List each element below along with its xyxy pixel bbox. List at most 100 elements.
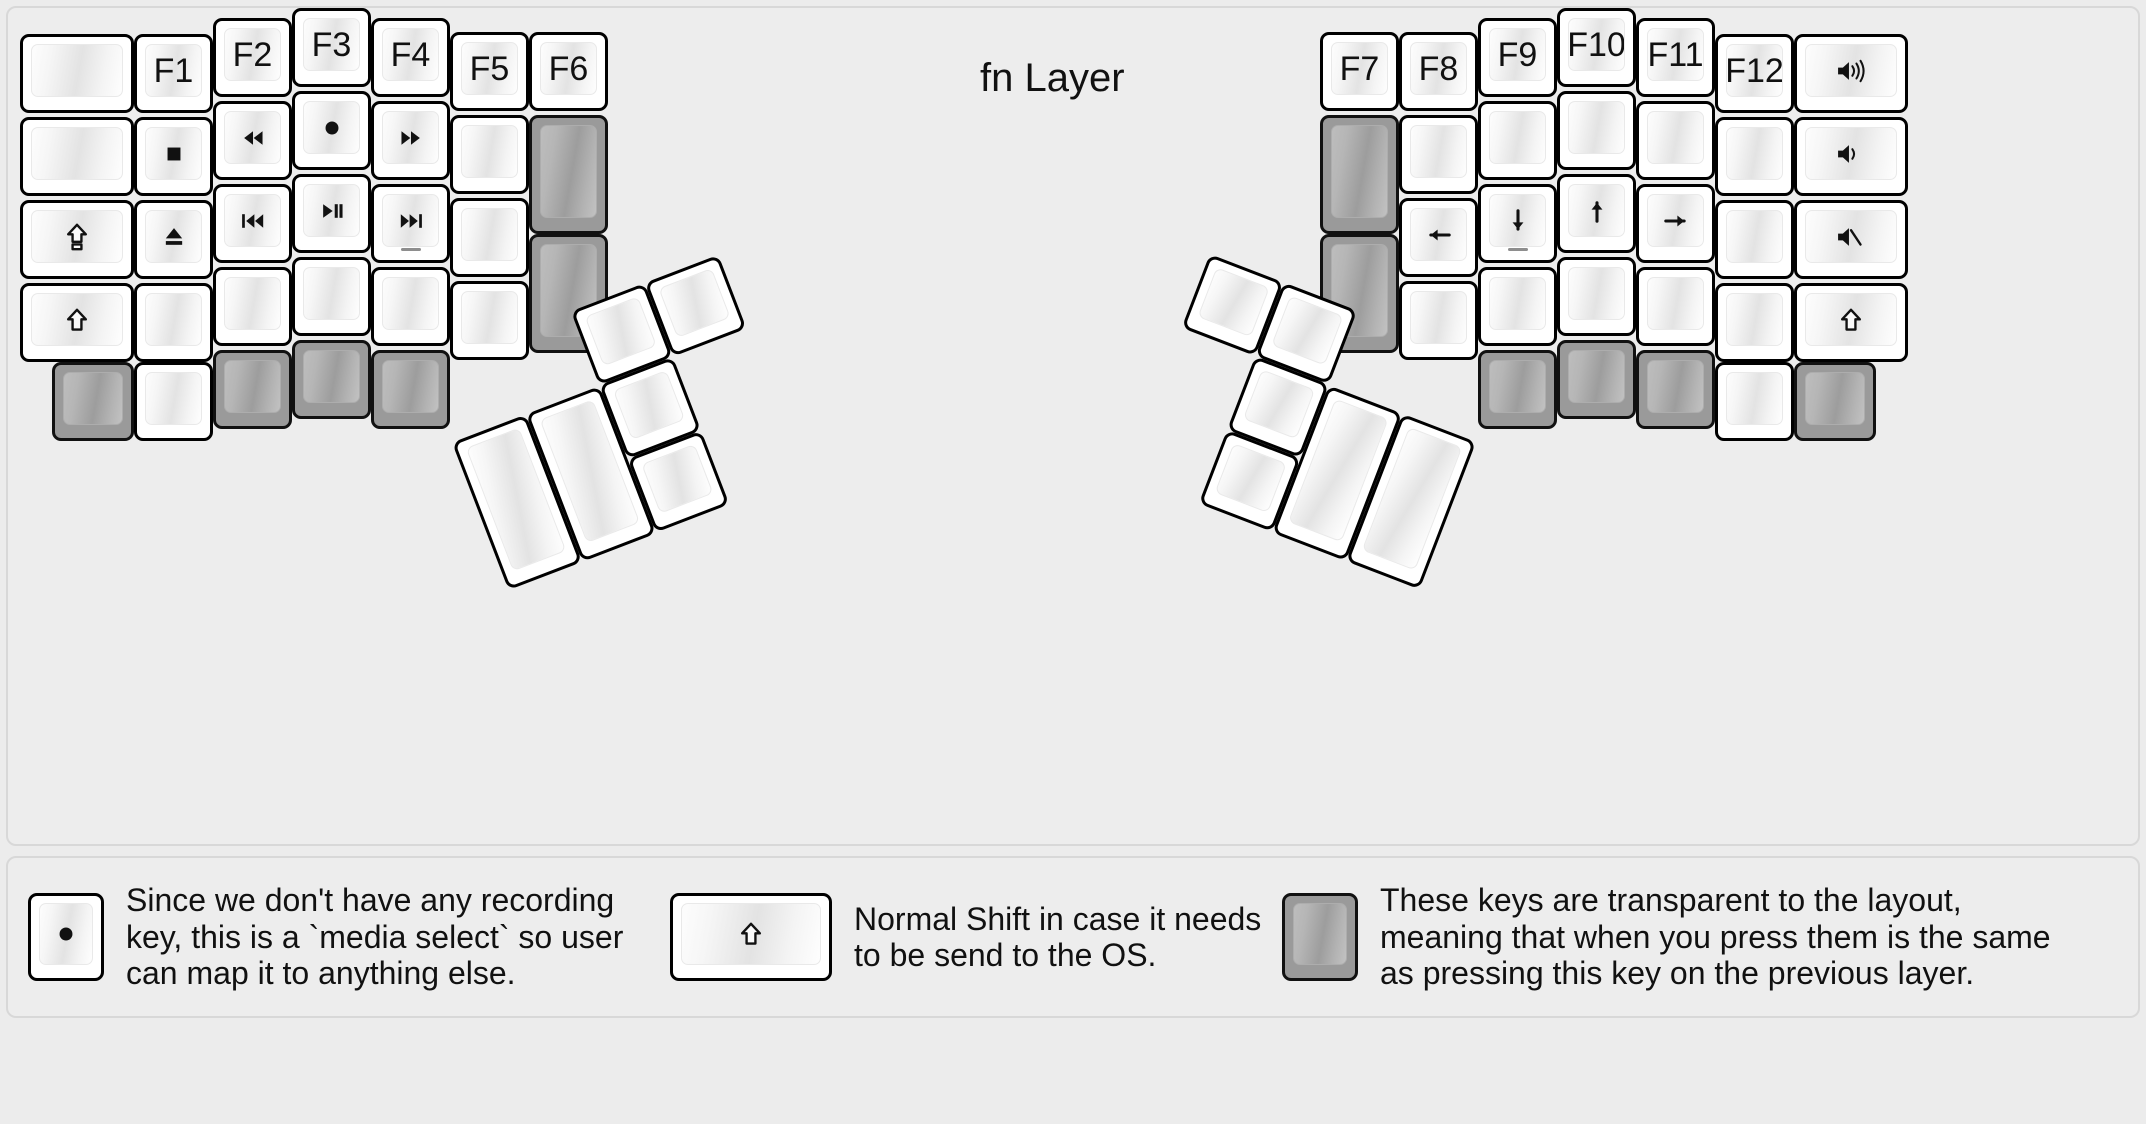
key-r-c6-r4[interactable] [1715,283,1794,362]
keycap-surface: F8 [1410,42,1467,95]
key-l-c5-r2[interactable] [371,101,450,180]
key-l-c3-r3[interactable] [213,184,292,263]
key-r-c2-r3[interactable] [1399,198,1478,277]
keycap-surface [540,125,597,218]
legend-record-sample-key [28,893,104,981]
keycap-surface [382,277,439,330]
key-l-c5-r4[interactable] [371,267,450,346]
key-r-c7-r5[interactable] [1794,362,1876,441]
key-r-c5-r4[interactable] [1636,267,1715,346]
key-r-c3-r3[interactable] [1478,184,1557,263]
key-l-c4-r5[interactable] [292,340,371,419]
key-r-c7-r1[interactable] [1794,34,1908,113]
key-r-c5-r3[interactable] [1636,184,1715,263]
keycap-surface [1805,127,1897,180]
key-l-c3-r5[interactable] [213,350,292,429]
keycap-surface [1410,125,1467,178]
key-legend-transparent-key[interactable] [1282,893,1358,981]
volume-down-icon [1838,144,1856,163]
keycap-surface [145,127,202,180]
key-r-c4-r1[interactable]: F10 [1557,8,1636,87]
key-l-c6-r4[interactable] [450,281,529,360]
key-r-c7-r2[interactable] [1794,117,1908,196]
key-r-c3-r4[interactable] [1478,267,1557,346]
key-r-c5-r2[interactable] [1636,101,1715,180]
keycap-surface [1489,111,1546,164]
key-l-c7-r1[interactable]: F6 [529,32,608,111]
key-label: F10 [1568,25,1625,64]
keycap-surface [1568,267,1625,320]
key-l-c1-r3[interactable] [20,200,134,279]
key-label: F3 [311,25,352,64]
key-r-c6-r3[interactable] [1715,200,1794,279]
key-l-c6-r1[interactable]: F5 [450,32,529,111]
key-r-c2-r1[interactable]: F8 [1399,32,1478,111]
key-label: F5 [469,49,510,88]
key-r-c4-r5[interactable] [1557,340,1636,419]
keycap-surface [31,293,123,346]
key-l-c2-r3[interactable] [134,200,213,279]
key-l-c3-r4[interactable] [213,267,292,346]
key-l-c4-r2[interactable] [292,91,371,170]
key-l-c6-r2[interactable] [450,115,529,194]
key-r-c3-r1[interactable]: F9 [1478,18,1557,97]
legend-items: Since we don't have any recording key, t… [6,856,2140,1018]
prev-track-icon [241,213,263,228]
legend-transparent-description: These keys are transparent to the layout… [1380,882,2051,992]
key-l-c5-r1[interactable]: F4 [371,18,450,97]
key-legend-record-key[interactable] [28,893,104,981]
keycap-surface [1489,194,1546,247]
page-title: fn Layer [980,56,1125,100]
key-l-c6-r3[interactable] [450,198,529,277]
key-l-c5-r5[interactable] [371,350,450,429]
key-l-c2-r4[interactable] [134,283,213,362]
key-l-c1-r1[interactable] [20,34,134,113]
key-r-c3-r5[interactable] [1478,350,1557,429]
keycap-surface [31,127,123,180]
keycap-surface [303,184,360,237]
keycap-surface [1242,369,1316,440]
key-r-c5-r1[interactable]: F11 [1636,18,1715,97]
keycap-surface [1271,295,1344,366]
key-r-c4-r3[interactable] [1557,174,1636,253]
key-l-c1-r5[interactable] [52,362,134,441]
key-r-c6-r1[interactable]: F12 [1715,34,1794,113]
key-r-c6-r2[interactable] [1715,117,1794,196]
volume-mute-icon [1838,227,1862,246]
legend-transparent-sample-key [1282,893,1358,981]
key-l-c7-r2[interactable] [529,115,608,234]
key-r-c2-r2[interactable] [1399,115,1478,194]
key-l-c1-r2[interactable] [20,117,134,196]
key-l-c2-r1[interactable]: F1 [134,34,213,113]
key-r-c7-r3[interactable] [1794,200,1908,279]
keycap-surface [1805,210,1897,263]
key-l-c5-r3[interactable] [371,184,450,263]
key-r-c6-r5[interactable] [1715,362,1794,441]
keycap-surface [1331,125,1388,218]
key-r-c4-r4[interactable] [1557,257,1636,336]
keycap-surface [1726,293,1783,346]
key-r-c2-r4[interactable] [1399,281,1478,360]
key-l-c4-r4[interactable] [292,257,371,336]
key-legend-shift-key[interactable] [670,893,832,981]
arrow-right-icon [1663,215,1686,226]
keycap-surface [1726,210,1783,263]
shift-icon [66,308,88,331]
key-r-c1-r1[interactable]: F7 [1320,32,1399,111]
key-r-c4-r2[interactable] [1557,91,1636,170]
key-r-c5-r5[interactable] [1636,350,1715,429]
key-r-c3-r2[interactable] [1478,101,1557,180]
legend-record-description: Since we don't have any recording key, t… [126,882,624,992]
key-l-c3-r1[interactable]: F2 [213,18,292,97]
key-l-c4-r1[interactable]: F3 [292,8,371,87]
key-l-c1-r4[interactable] [20,283,134,362]
key-r-c1-r2[interactable] [1320,115,1399,234]
key-r-c7-r4[interactable] [1794,283,1908,362]
keycap-surface [1647,111,1704,164]
key-l-c4-r3[interactable] [292,174,371,253]
keycap-surface [1489,277,1546,330]
keycap-surface [224,194,281,247]
key-l-c2-r5[interactable] [134,362,213,441]
key-l-c3-r2[interactable] [213,101,292,180]
key-l-c2-r2[interactable] [134,117,213,196]
